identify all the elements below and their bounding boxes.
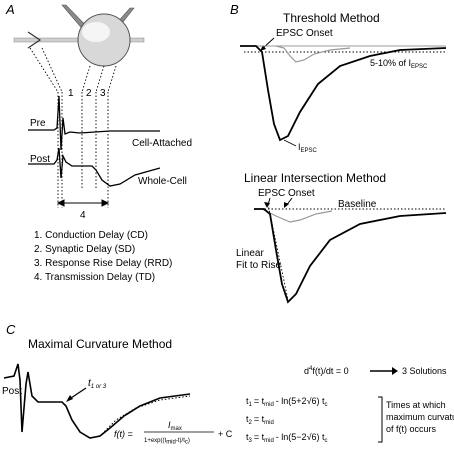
- linear-onset-arrow: [264, 197, 293, 208]
- legend-item-3: 3. Response Rise Delay (RRD): [34, 258, 172, 269]
- t13-label: t1 or 3: [88, 378, 107, 390]
- patch-pipettes-illustration: [13, 4, 145, 67]
- linear-fit-label-1: Linear: [236, 248, 264, 259]
- post-trace: [28, 147, 161, 187]
- solution-t1: t1= tmid- ln(5+2√6) tc: [246, 396, 328, 408]
- fit-curve: [79, 395, 191, 439]
- linear-title: Linear Intersection Method: [244, 171, 386, 185]
- note-line-2: maximum curvature: [386, 412, 454, 422]
- solutions-bracket: [378, 396, 383, 443]
- note-line-3: of f(t) occurs: [386, 424, 437, 434]
- curvature-title: Maximal Curvature Method: [28, 337, 172, 351]
- solution-t2: t2= tmid: [246, 414, 274, 426]
- marker-1: 1: [68, 88, 74, 99]
- solutions-arrow: [370, 367, 398, 375]
- formula-lhs: f(t) =: [114, 429, 133, 439]
- panel-c-letter: C: [6, 322, 16, 337]
- linear-fit-line: [267, 203, 289, 301]
- legend-item-2: 2. Synaptic Delay (SD): [34, 244, 135, 255]
- threshold-peak-label: IEPSC: [298, 142, 318, 154]
- post-label: Post: [30, 154, 50, 165]
- formula-denominator: 1+exp((tmid-t)/tc): [144, 438, 190, 446]
- threshold-epsc-trace: [240, 45, 447, 142]
- curvature-trace: [3, 363, 191, 439]
- solution-t3: t3= tmid- ln(5−2√6) tc: [246, 432, 328, 444]
- peak-pointer: [283, 139, 297, 147]
- baseline-label: Baseline: [338, 199, 377, 210]
- legend-item-1: 1. Conduction Delay (CD): [34, 230, 148, 241]
- solutions-count: 3 Solutions: [402, 366, 447, 376]
- derivative-text: d4f(t)/dt = 0: [304, 366, 349, 376]
- linear-epsc-trace: [254, 208, 447, 304]
- span-label-4: 4: [80, 210, 86, 221]
- pre-trace: [28, 95, 160, 151]
- cell-attached-label: Cell-Attached: [132, 138, 192, 149]
- linear-onset-label: EPSC Onset: [258, 188, 315, 199]
- stim-electrode: [27, 31, 42, 49]
- threshold-onset-label: EPSC Onset: [276, 28, 333, 39]
- legend-item-4: 4. Transmission Delay (TD): [34, 272, 155, 283]
- formula-numerator: Imax: [168, 420, 182, 432]
- note-line-1: Times at which: [386, 400, 446, 410]
- marker-2: 2: [86, 88, 92, 99]
- transmission-delay-arrow: [56, 199, 110, 207]
- post-label-c: Post: [2, 386, 22, 397]
- formula-plus: + C: [218, 429, 233, 439]
- panel-a-letter: A: [5, 2, 15, 17]
- t13-arrow: [66, 387, 87, 402]
- panel-a-guides: [29, 47, 117, 208]
- whole-cell-label: Whole-Cell: [138, 176, 187, 187]
- soma-highlight: [82, 22, 110, 42]
- pre-label: Pre: [30, 118, 46, 129]
- threshold-title: Threshold Method: [283, 11, 380, 25]
- marker-3: 3: [100, 88, 106, 99]
- threshold-percent-label: 5-10% of IEPSC: [370, 58, 428, 70]
- threshold-gray-trace: [275, 45, 351, 63]
- linear-fit-label-2: Fit to Rise: [236, 260, 281, 271]
- panel-b-letter: B: [230, 2, 239, 17]
- threshold-onset-arrow: [260, 37, 275, 51]
